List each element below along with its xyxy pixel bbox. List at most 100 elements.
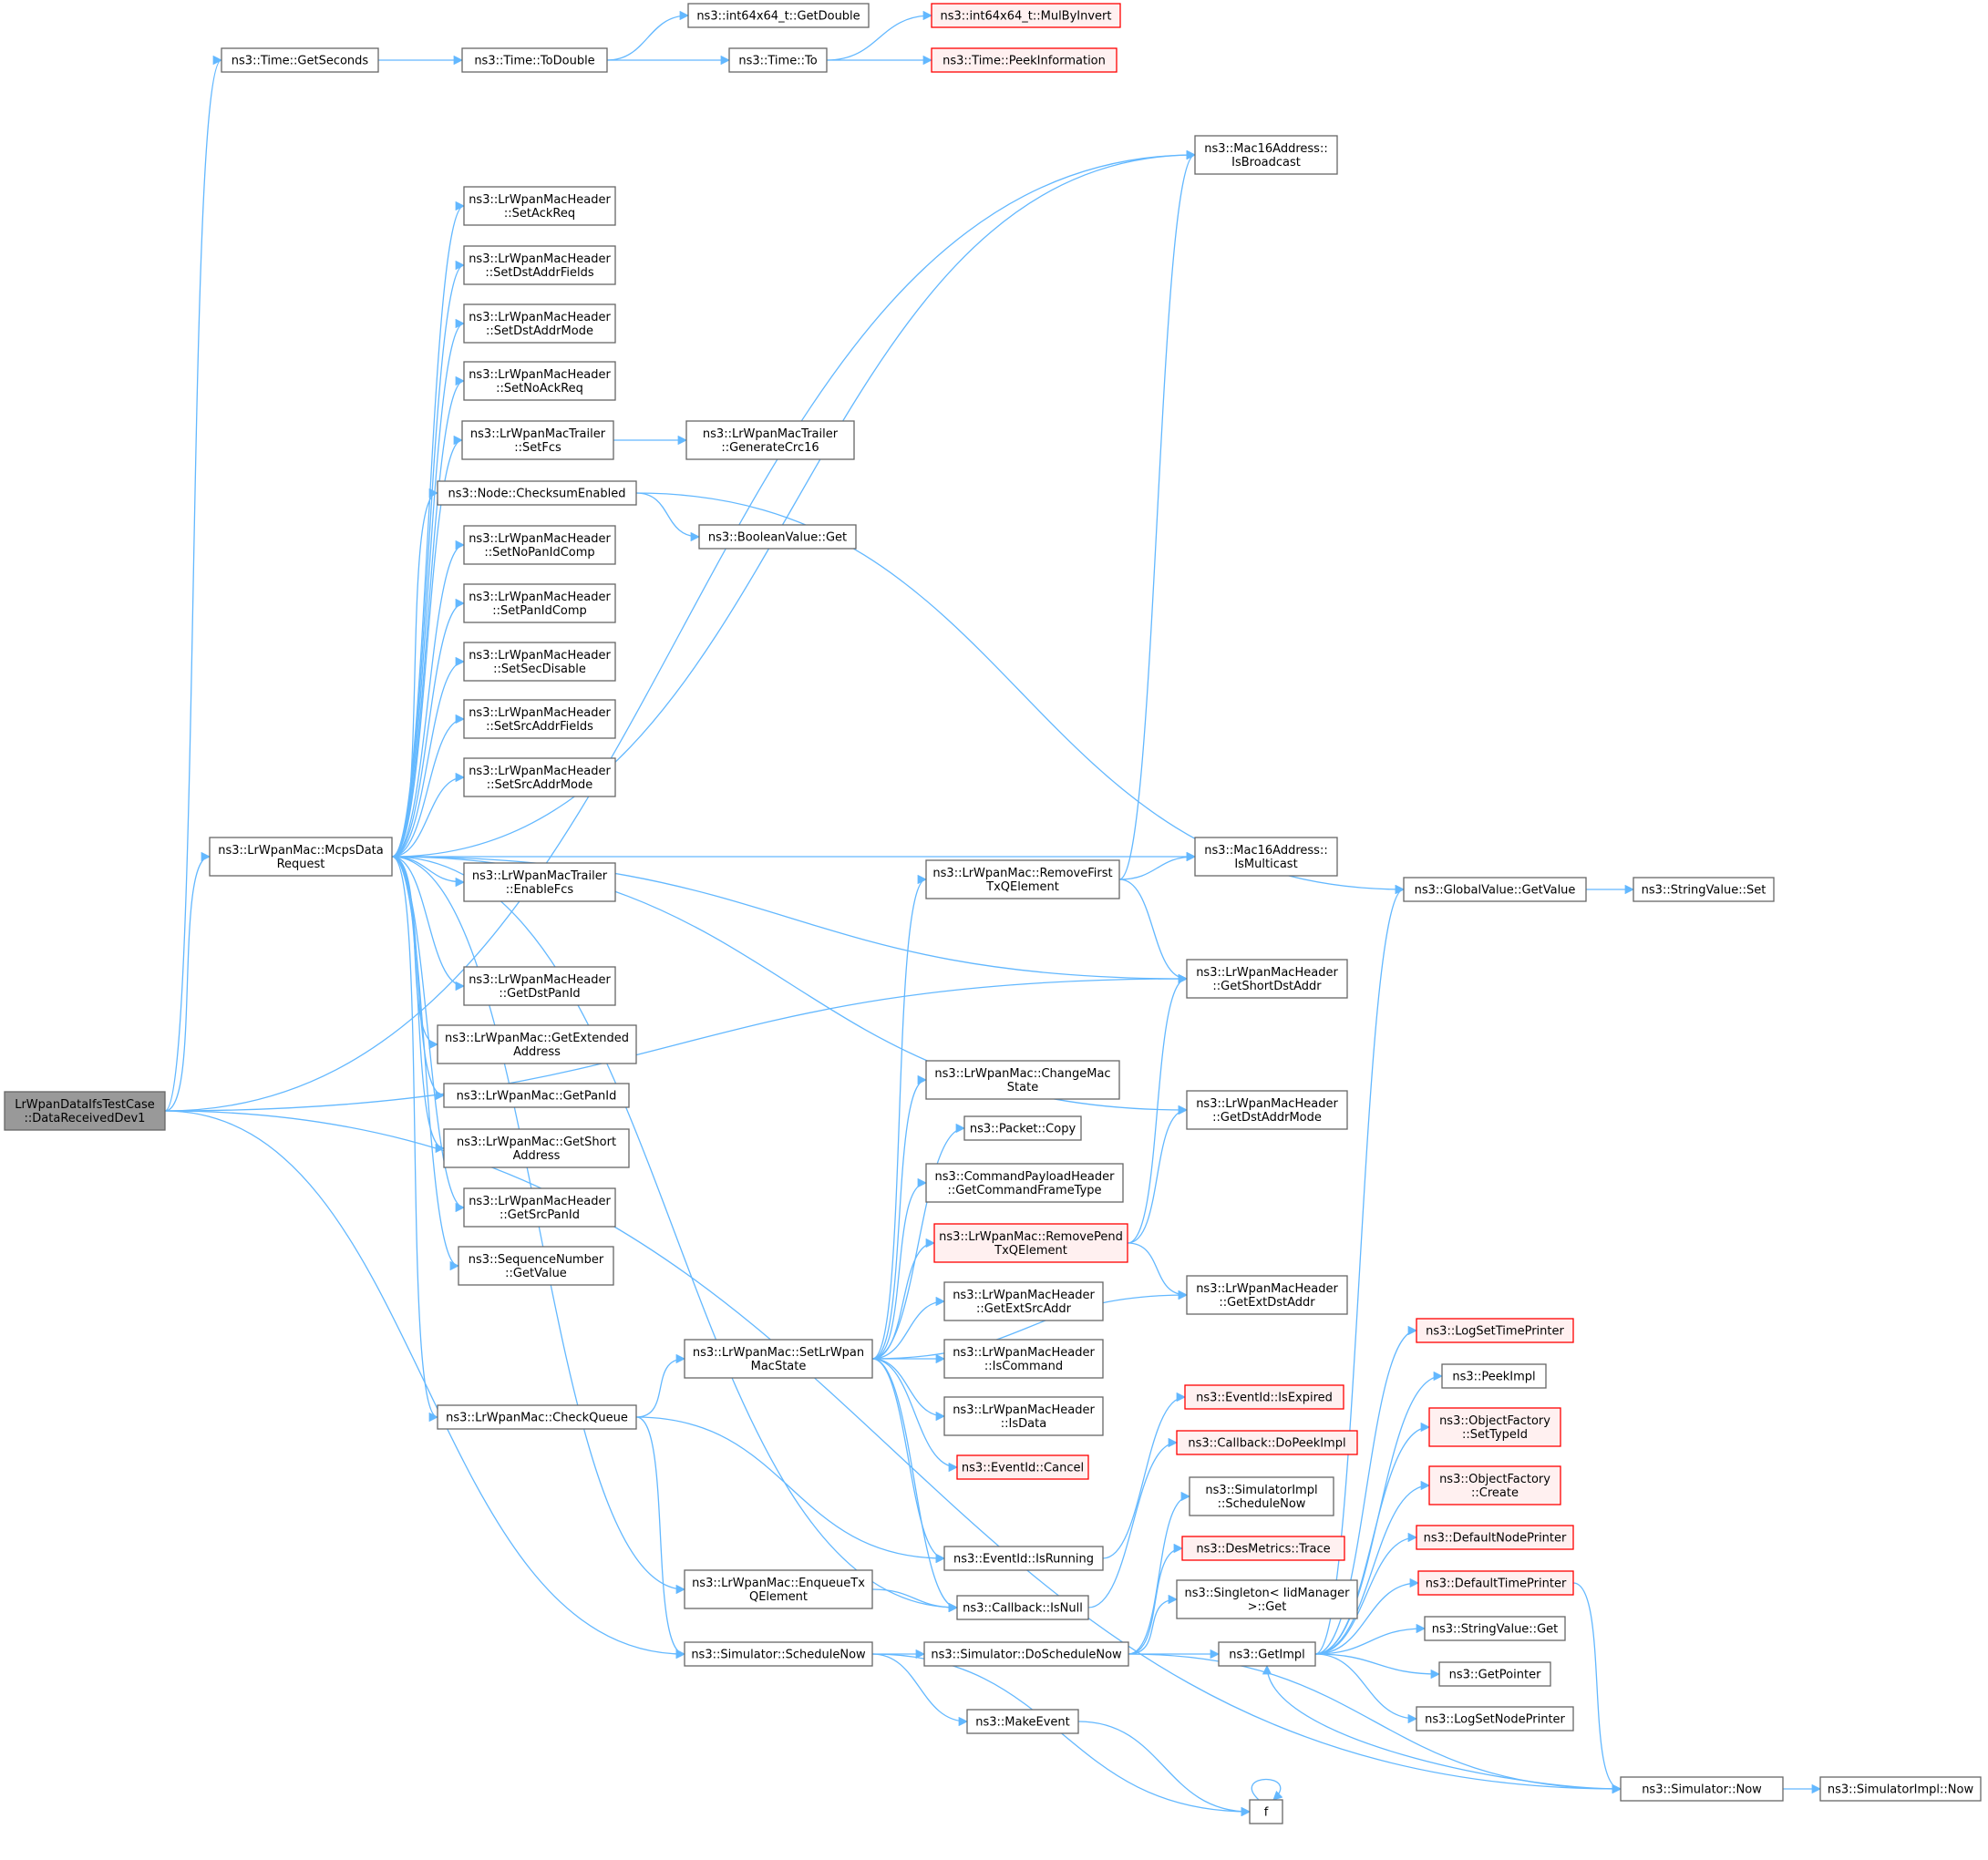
node-label: ns3::int64x64_t::MulByInvert [940,10,1111,24]
call-edge-getimpl-to-getpointer [1314,1653,1441,1680]
call-edge-enqueuetx-to-isnull [871,1588,959,1613]
graph-node-iscommand[interactable]: ns3::LrWpanMacHeader::IsCommand [943,1339,1104,1379]
graph-node-getseconds[interactable]: ns3::Time::GetSeconds [221,47,379,73]
call-edge-mcpsdata-to-getdstpanid [391,856,466,992]
graph-node-isexpired[interactable]: ns3::EventId::IsExpired [1184,1384,1344,1410]
node-box [1186,1090,1348,1130]
graph-node-setfcs[interactable]: ns3::LrWpanMacTrailer::SetFcs [461,420,614,460]
graph-node-setsrcaddrmode[interactable]: ns3::LrWpanMacHeader::SetSrcAddrMode [463,757,616,797]
graph-node-ismulticast[interactable]: ns3::Mac16Address::IsMulticast [1194,837,1338,877]
graph-node-booleanget[interactable]: ns3::BooleanValue::Get [698,524,857,550]
graph-node-globalgetvalue[interactable]: ns3::GlobalValue::GetValue [1403,877,1587,902]
graph-node-simimplschedulenow[interactable]: ns3::SimulatorImpl::ScheduleNow [1189,1476,1334,1516]
graph-node-stringget[interactable]: ns3::StringValue::Get [1424,1616,1566,1641]
call-edge-mcpsdata-to-setnoackreq [391,375,466,858]
node-label: Address [513,1045,561,1059]
graph-node-getimpl[interactable]: ns3::GetImpl [1218,1641,1316,1667]
graph-node-getsrcpanid[interactable]: ns3::LrWpanMacHeader::GetSrcPanId [463,1187,616,1228]
graph-node-mulbyinvert[interactable]: ns3::int64x64_t::MulByInvert [931,3,1121,28]
node-label: ::SetDstAddrMode [486,324,593,338]
graph-node-simnow[interactable]: ns3::Simulator::Now [1620,1776,1784,1802]
graph-node-defaulttimeprinter[interactable]: ns3::DefaultTimePrinter [1417,1570,1574,1596]
graph-node-desmetrics[interactable]: ns3::DesMetrics::Trace [1181,1536,1345,1561]
node-label: ns3::LrWpanMacHeader [1196,966,1338,980]
call-edge-root-to-getshortdst [164,973,1189,1112]
node-box [463,862,616,902]
graph-node-getpanid[interactable]: ns3::LrWpanMac::GetPanId [443,1083,630,1108]
graph-node-setsrcaddrfields[interactable]: ns3::LrWpanMacHeader::SetSrcAddrFields [463,699,616,739]
graph-node-generatecrc[interactable]: ns3::LrWpanMacTrailer::GenerateCrc16 [685,420,855,460]
node-label: ns3::Callback::DoPeekImpl [1188,1437,1345,1451]
call-edge-simnow-to-getimpl [1262,1664,1622,1790]
graph-node-getextdst[interactable]: ns3::LrWpanMacHeader::GetExtDstAddr [1186,1275,1348,1315]
node-box [728,47,828,73]
node-box [698,524,857,550]
call-edge-mcpsdata-to-setdstaddrmode [391,318,466,858]
graph-node-isdata[interactable]: ns3::LrWpanMacHeader::IsData [943,1396,1104,1436]
graph-node-getcmdframetype[interactable]: ns3::CommandPayloadHeader::GetCommandFra… [925,1163,1124,1203]
graph-node-isbroadcast[interactable]: ns3::Mac16Address::IsBroadcast [1194,135,1338,175]
node-label: ns3::LrWpanMacTrailer [472,869,608,883]
graph-node-checksumenabled[interactable]: ns3::Node::ChecksumEnabled [437,480,637,506]
node-box [1417,1570,1574,1596]
graph-node-isnull[interactable]: ns3::Callback::IsNull [956,1595,1089,1620]
graph-node-setdstaddrfields[interactable]: ns3::LrWpanMacHeader::SetDstAddrFields [463,245,616,285]
graph-node-schedulenow[interactable]: ns3::Simulator::ScheduleNow [684,1641,873,1667]
graph-node-getextsrc[interactable]: ns3::LrWpanMacHeader::GetExtSrcAddr [943,1281,1104,1321]
graph-node-logsettimeprinter[interactable]: ns3::LogSetTimePrinter [1416,1318,1574,1343]
node-box [923,1641,1129,1667]
graph-node-enablefcs[interactable]: ns3::LrWpanMacTrailer::EnableFcs [463,862,616,902]
graph-node-peekinfo[interactable]: ns3::Time::PeekInformation [931,47,1118,73]
graph-node-f[interactable]: f [1249,1799,1283,1824]
graph-node-isrunning[interactable]: ns3::EventId::IsRunning [943,1546,1104,1571]
graph-node-singletonget[interactable]: ns3::Singleton< IidManager>::Get [1176,1579,1358,1619]
call-edge-root-to-isbroadcast [164,149,1197,1112]
graph-node-checkqueue[interactable]: ns3::LrWpanMac::CheckQueue [437,1404,637,1430]
graph-node-getdouble[interactable]: ns3::int64x64_t::GetDouble [687,3,870,28]
graph-node-peekimpl[interactable]: ns3::PeekImpl [1441,1363,1547,1389]
graph-node-cancel[interactable]: ns3::EventId::Cancel [956,1454,1089,1480]
node-label: ns3::DefaultTimePrinter [1426,1577,1567,1591]
graph-node-getdstaddrmode[interactable]: ns3::LrWpanMacHeader::GetDstAddrMode [1186,1090,1348,1130]
graph-node-timeto[interactable]: ns3::Time::To [728,47,828,73]
graph-node-todouble[interactable]: ns3::Time::ToDouble [461,47,608,73]
graph-node-stringset[interactable]: ns3::StringValue::Set [1633,877,1775,902]
graph-node-setackreq[interactable]: ns3::LrWpanMacHeader::SetAckReq [463,186,616,226]
graph-node-logsetnodeprinter[interactable]: ns3::LogSetNodePrinter [1416,1706,1574,1732]
call-edge-setlrwpanstate-to-isdata [871,1358,946,1422]
graph-node-ofcreate[interactable]: ns3::ObjectFactory::Create [1428,1465,1561,1505]
graph-node-getshortdst[interactable]: ns3::LrWpanMacHeader::GetShortDstAddr [1186,959,1348,999]
graph-node-packetcopy[interactable]: ns3::Packet::Copy [963,1115,1082,1141]
graph-node-setnopanidcomp[interactable]: ns3::LrWpanMacHeader::SetNoPanIdComp [463,525,616,565]
graph-node-setypeid[interactable]: ns3::ObjectFactory::SetTypeId [1428,1407,1561,1447]
graph-node-defaultnodeprinter[interactable]: ns3::DefaultNodePrinter [1416,1525,1574,1550]
graph-node-setdstaddrmode[interactable]: ns3::LrWpanMacHeader::SetDstAddrMode [463,303,616,344]
graph-node-getdstpanid[interactable]: ns3::LrWpanMacHeader::GetDstPanId [463,966,616,1006]
graph-node-simimplnow[interactable]: ns3::SimulatorImpl::Now [1819,1776,1982,1802]
node-label: ::GetShortDstAddr [1212,980,1322,993]
node-label: ::SetNoAckReq [496,382,583,396]
node-box [933,1223,1128,1263]
graph-node-seqnumber[interactable]: ns3::SequenceNumber::GetValue [458,1246,614,1286]
graph-node-doschedulenow[interactable]: ns3::Simulator::DoScheduleNow [923,1641,1129,1667]
graph-node-root[interactable]: LrWpanDataIfsTestCase::DataReceivedDev1 [4,1091,166,1131]
graph-node-setpanidcomp[interactable]: ns3::LrWpanMacHeader::SetPanIdComp [463,583,616,623]
graph-node-makeevent[interactable]: ns3::MakeEvent [966,1709,1079,1734]
node-box [956,1595,1089,1620]
node-label: ns3::LrWpanMacHeader [953,1403,1095,1417]
node-box [1184,1384,1344,1410]
graph-node-setnoackreq[interactable]: ns3::LrWpanMacHeader::SetNoAckReq [463,361,616,401]
node-label: ns3::Singleton< IidManager [1184,1587,1350,1600]
graph-node-setsecdisable[interactable]: ns3::LrWpanMacHeader::SetSecDisable [463,642,616,682]
graph-node-getpointer[interactable]: ns3::GetPointer [1438,1661,1551,1687]
node-label: ns3::LogSetTimePrinter [1426,1325,1564,1339]
graph-node-dopeekimpl[interactable]: ns3::Callback::DoPeekImpl [1176,1430,1358,1455]
